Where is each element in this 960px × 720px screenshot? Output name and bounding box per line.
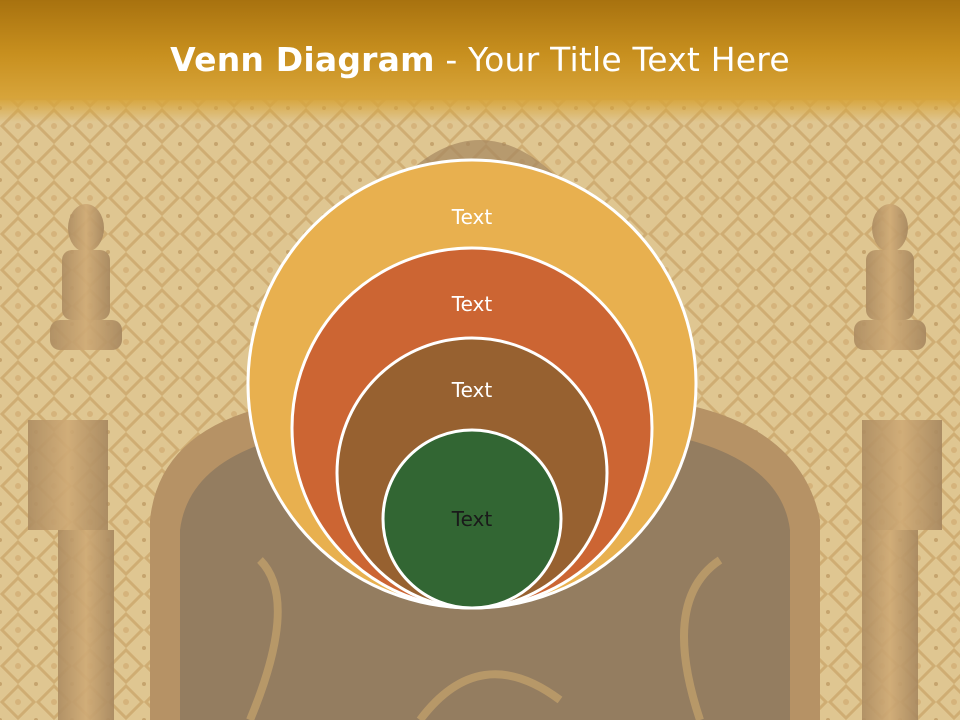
venn-label-1: Text	[451, 205, 493, 229]
right-chair-post	[854, 204, 942, 720]
header-bar	[0, 0, 960, 122]
left-chair-post	[28, 204, 122, 720]
title-main: Venn Diagram	[170, 40, 435, 79]
title-rest: - Your Title Text Here	[434, 40, 790, 79]
venn-label-4: Text	[451, 507, 493, 531]
page-title[interactable]: Venn Diagram - Your Title Text Here	[0, 40, 960, 79]
venn-circle-4[interactable]: Text	[381, 428, 563, 610]
venn-label-3: Text	[451, 378, 493, 402]
venn-label-2: Text	[451, 292, 493, 316]
